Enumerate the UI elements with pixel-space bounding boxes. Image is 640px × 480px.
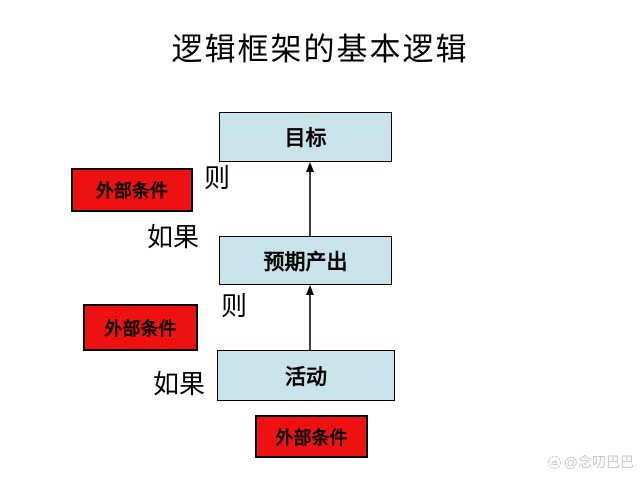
external-condition-box-bottom: 外部条件 [255, 415, 368, 458]
goal-box: 目标 [219, 112, 392, 162]
activity-box: 活动 [217, 350, 395, 401]
mountain-badge-icon [547, 455, 561, 469]
if-label-1: 如果 [147, 223, 200, 252]
if-label-2: 如果 [153, 370, 206, 399]
then-label-2: 则 [221, 292, 248, 321]
arrow-output-to-goal-icon [306, 162, 314, 237]
external-condition-label-bottom: 外部条件 [275, 427, 348, 448]
activity-box-label: 活动 [285, 364, 327, 389]
expected-output-box-label: 预期产出 [263, 249, 348, 274]
arrow-activity-to-output-icon [306, 285, 314, 350]
external-condition-label-top: 外部条件 [96, 181, 168, 201]
expected-output-box: 预期产出 [219, 236, 392, 285]
slide-title: 逻辑框架的基本逻辑 [171, 32, 469, 67]
then-label-1: 则 [204, 164, 231, 193]
external-condition-label-middle: 外部条件 [104, 318, 177, 339]
goal-box-label: 目标 [284, 126, 327, 150]
watermark: @念叨巴巴 [547, 452, 634, 472]
external-condition-box-middle: 外部条件 [83, 304, 198, 351]
watermark-text: @念叨巴巴 [563, 454, 634, 470]
external-condition-box-top: 外部条件 [71, 168, 193, 212]
